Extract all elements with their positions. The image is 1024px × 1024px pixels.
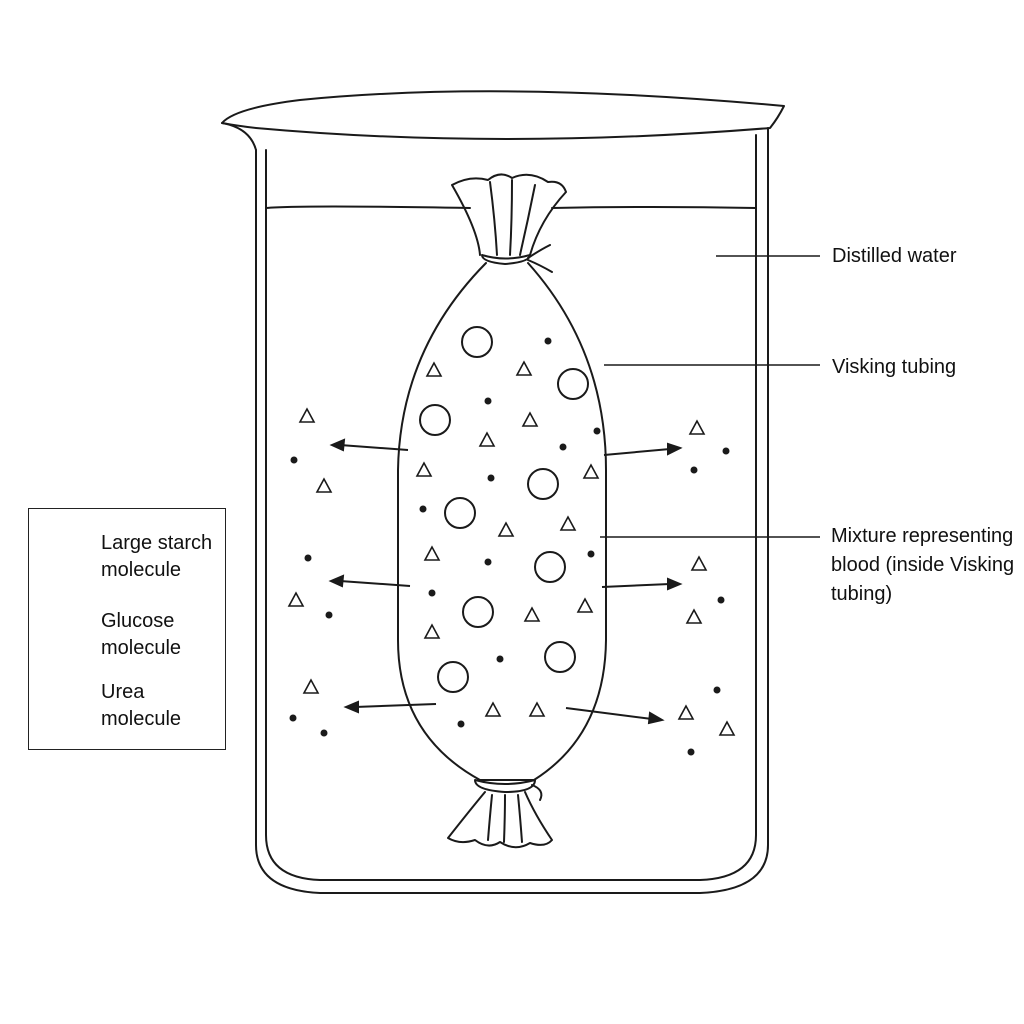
glucose-molecule <box>523 606 541 622</box>
urea-molecule <box>290 456 298 464</box>
tubing-body <box>397 262 607 781</box>
arrow-upper-right <box>603 442 683 456</box>
glucose-molecule <box>302 678 320 694</box>
visking-tubing <box>397 173 607 849</box>
diffusion-arrows <box>328 438 683 725</box>
arrow-upper-left <box>329 438 409 452</box>
glucose-molecule <box>497 521 515 537</box>
urea-molecule <box>713 686 721 694</box>
beaker-inner-wall <box>265 134 757 881</box>
starch-molecule <box>444 497 476 529</box>
tubing-top-tie-end <box>451 173 567 256</box>
legend-label-glucose: Glucose molecule <box>101 610 182 659</box>
urea-molecule <box>484 558 492 566</box>
starch-molecule <box>461 326 493 358</box>
urea-molecule <box>428 589 436 597</box>
molecules-outside-tubing <box>287 407 736 756</box>
glucose-molecule <box>582 463 600 479</box>
urea-molecule <box>289 714 297 722</box>
legend-label-urea: Urea molecule <box>101 681 182 730</box>
beaker-spout <box>221 122 257 151</box>
urea-molecule <box>722 447 730 455</box>
glucose-molecule <box>515 360 533 376</box>
urea-molecule <box>325 611 333 619</box>
molecules-inside-tubing <box>415 326 601 728</box>
beaker <box>221 90 785 894</box>
beaker-outer-wall <box>255 127 769 894</box>
arrow-middle-right <box>601 577 683 591</box>
urea-molecule <box>544 337 552 345</box>
urea-molecule <box>593 427 601 435</box>
glucose-molecule <box>528 701 546 717</box>
glucose-molecule <box>677 704 695 720</box>
glucose-molecule <box>576 597 594 613</box>
urea-molecule <box>487 474 495 482</box>
label-distilled-water: Distilled water <box>832 245 957 267</box>
glucose-molecule <box>315 477 333 493</box>
legend-label-starch: Large starch molecule <box>101 532 213 581</box>
starch-molecule <box>557 368 589 400</box>
glucose-molecule <box>484 701 502 717</box>
urea-molecule <box>320 729 328 737</box>
urea-molecule <box>587 550 595 558</box>
starch-molecule <box>544 641 576 673</box>
urea-molecule <box>496 655 504 663</box>
urea-molecule <box>687 748 695 756</box>
arrow-lower-right <box>565 707 665 725</box>
legend-box <box>28 508 226 750</box>
glucose-molecule <box>478 431 496 447</box>
urea-molecule <box>717 596 725 604</box>
starch-molecule <box>527 468 559 500</box>
glucose-molecule <box>559 515 577 531</box>
glucose-molecule <box>688 419 706 435</box>
starch-molecule <box>462 596 494 628</box>
urea-molecule <box>304 554 312 562</box>
glucose-molecule <box>423 623 441 639</box>
urea-molecule <box>690 466 698 474</box>
glucose-molecule <box>690 555 708 571</box>
glucose-molecule <box>521 411 539 427</box>
label-mixture-representing-blood: Mixture representing blood (inside Viski… <box>831 525 1015 605</box>
leader-lines <box>600 255 820 538</box>
tubing-bottom-tie-end <box>447 791 553 849</box>
water-surface-line <box>265 205 471 209</box>
label-visking-tubing: Visking tubing <box>832 356 957 378</box>
starch-molecule <box>534 551 566 583</box>
arrow-middle-left <box>328 574 411 588</box>
glucose-molecule <box>415 461 433 477</box>
arrow-lower-left <box>343 700 437 714</box>
tubing-bottom-knot <box>474 779 536 793</box>
glucose-molecule <box>298 407 316 423</box>
starch-molecule <box>437 661 469 693</box>
glucose-molecule <box>718 720 736 736</box>
glucose-molecule <box>287 591 305 607</box>
glucose-molecule <box>425 361 443 377</box>
glucose-molecule <box>423 545 441 561</box>
beaker-rim <box>221 90 785 140</box>
starch-molecule <box>419 404 451 436</box>
urea-molecule <box>484 397 492 405</box>
urea-molecule <box>457 720 465 728</box>
tubing-top-knot <box>481 254 531 265</box>
urea-molecule <box>559 443 567 451</box>
urea-molecule <box>419 505 427 513</box>
glucose-molecule <box>685 608 703 624</box>
